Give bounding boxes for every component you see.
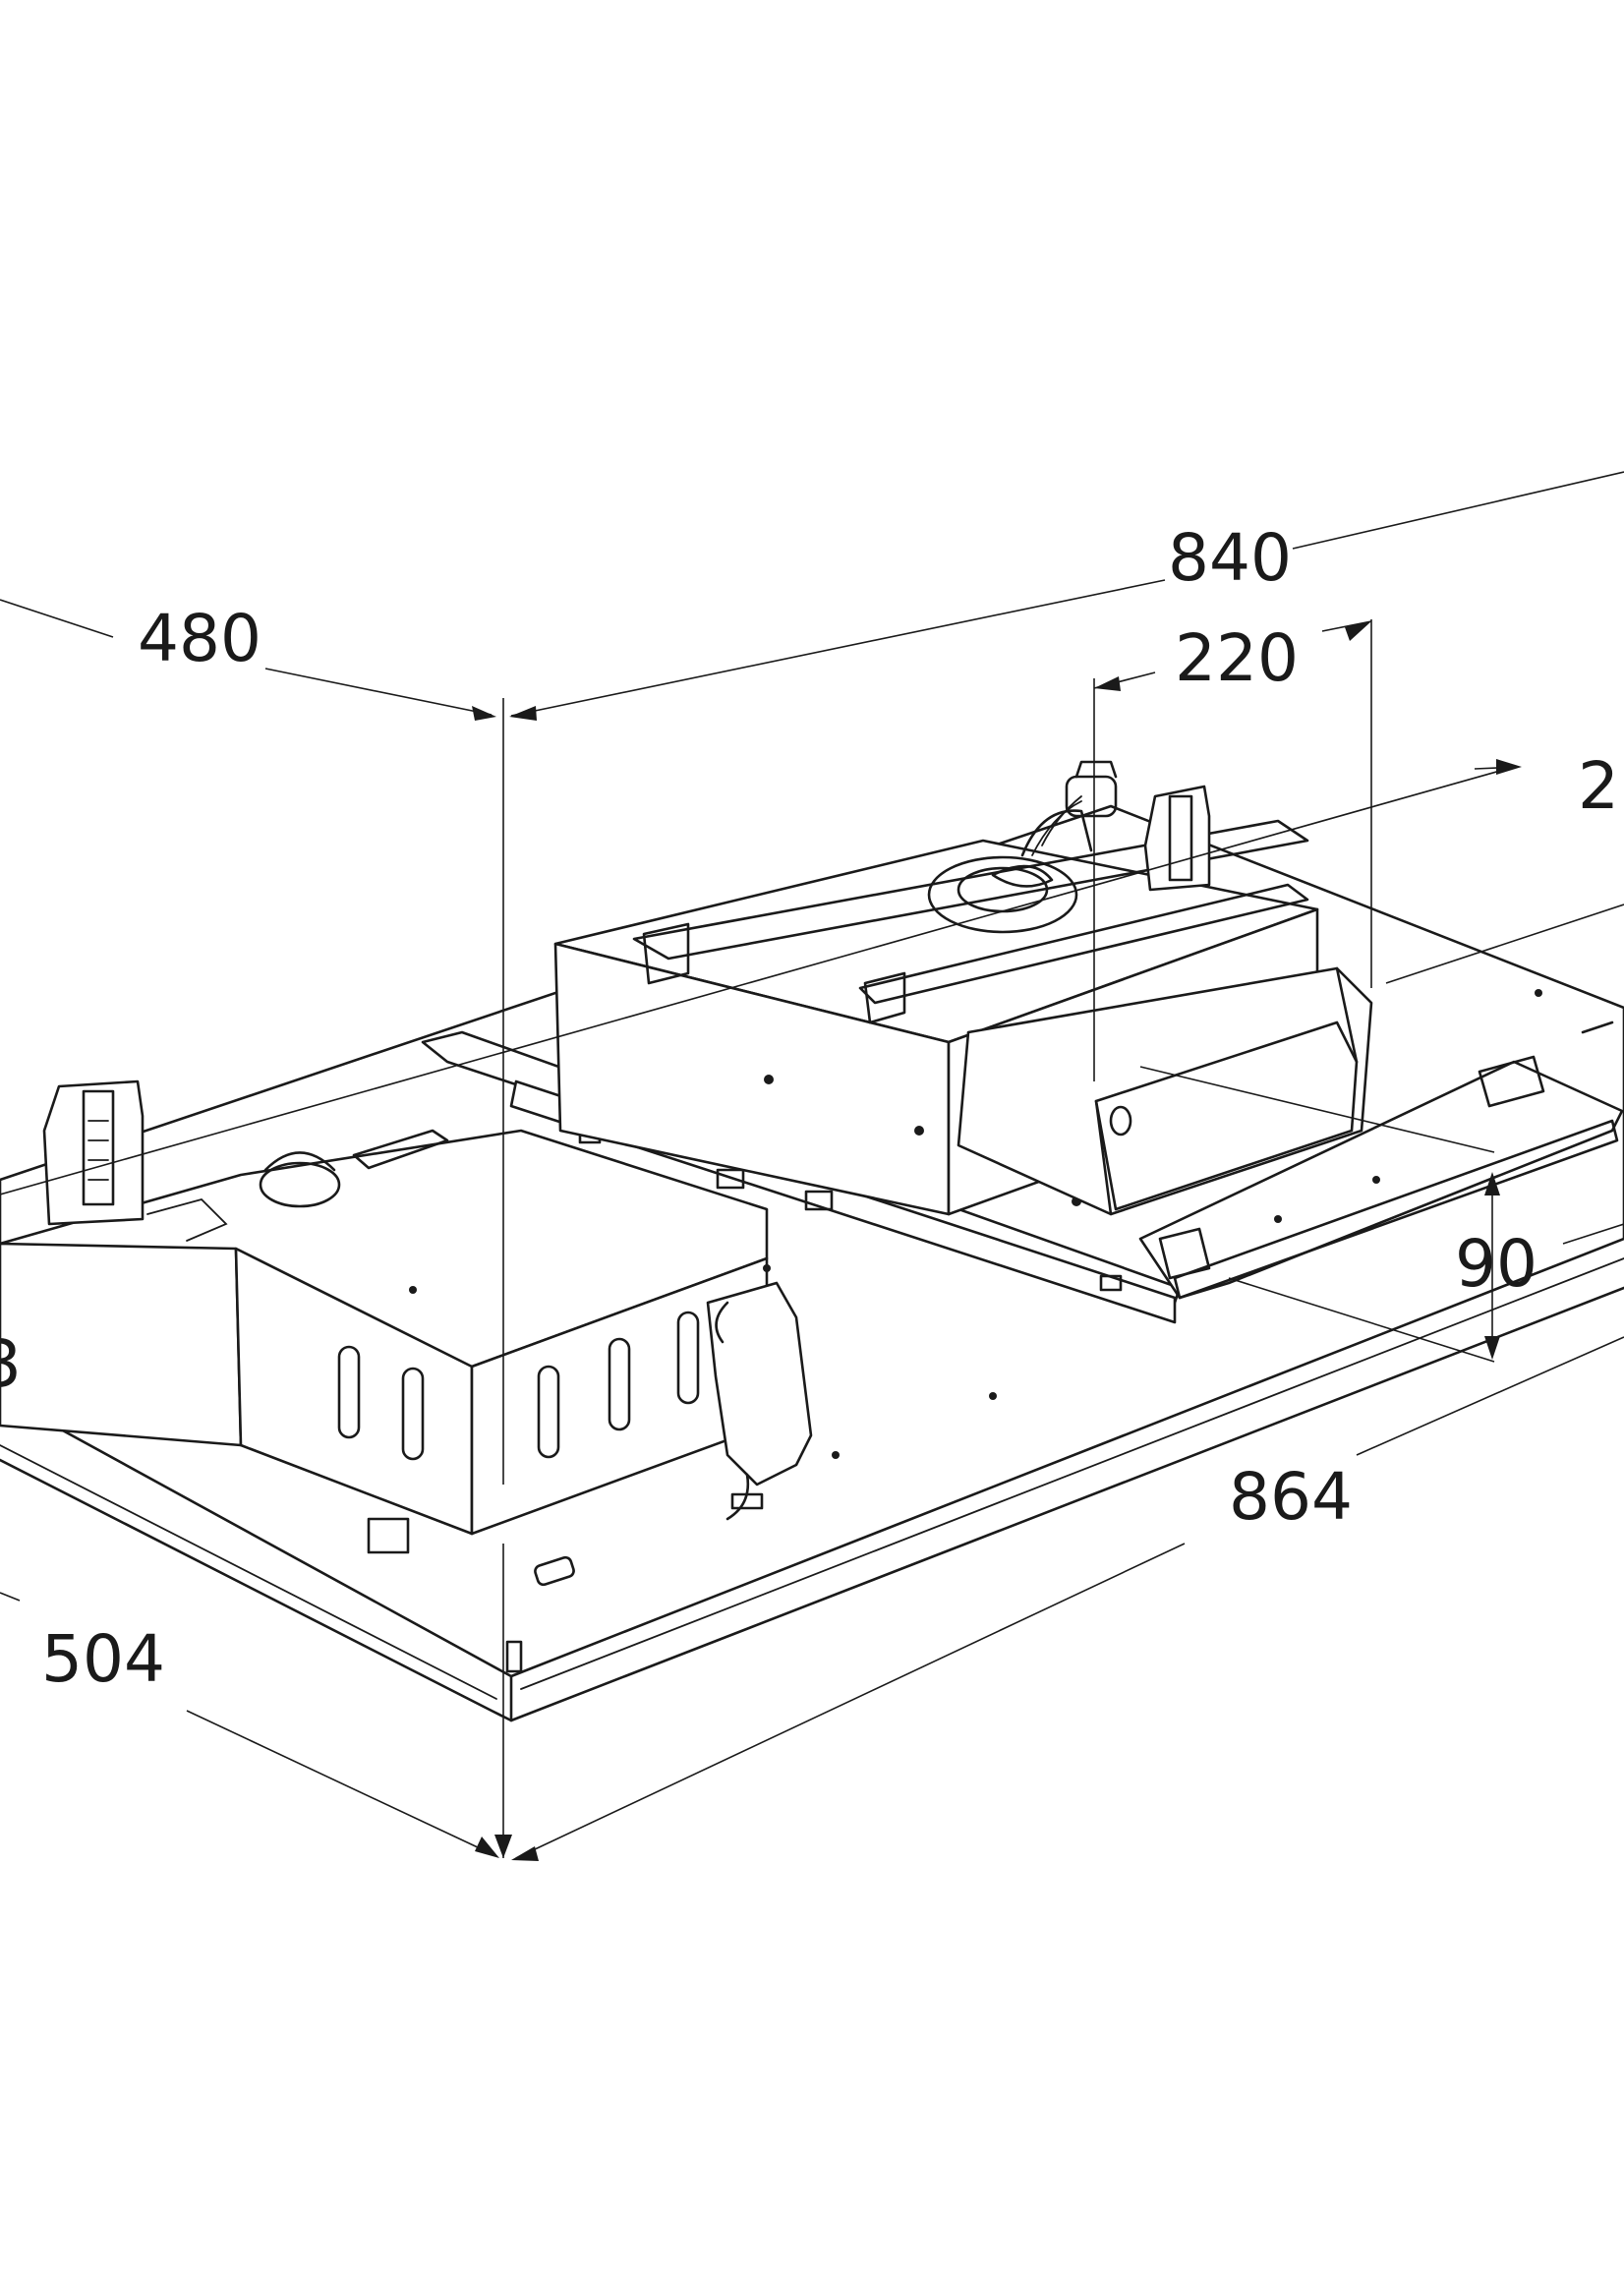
dimension-480-label: 480 <box>138 601 261 676</box>
dimension-220-label: 220 <box>1175 620 1299 696</box>
dimension-480 <box>0 599 496 721</box>
right-rail <box>832 989 1624 1459</box>
dimension-2-partial-label: 2 <box>1578 748 1619 824</box>
vertical-extension-line <box>494 698 512 1858</box>
dimension-90-label: 90 <box>1455 1226 1537 1302</box>
left-box <box>0 1129 771 1536</box>
dimension-504 <box>0 1592 499 1858</box>
dimension-840-label: 840 <box>1168 520 1292 596</box>
duct-outlet <box>957 966 1373 1216</box>
dimension-2-partial <box>0 759 1624 1195</box>
power-cable <box>706 1281 813 1521</box>
dimension-3-partial-label: 3 <box>0 1326 22 1402</box>
left-bracket <box>42 1079 145 1226</box>
right-bracket <box>1143 785 1211 892</box>
dimension-504-label: 504 <box>41 1621 165 1697</box>
dimension-90 <box>1139 1066 1624 1363</box>
dimension-220 <box>1093 619 1372 1081</box>
dimension-864 <box>511 1336 1624 1861</box>
dimension-864-label: 864 <box>1229 1459 1353 1535</box>
dimension-840 <box>509 471 1624 721</box>
